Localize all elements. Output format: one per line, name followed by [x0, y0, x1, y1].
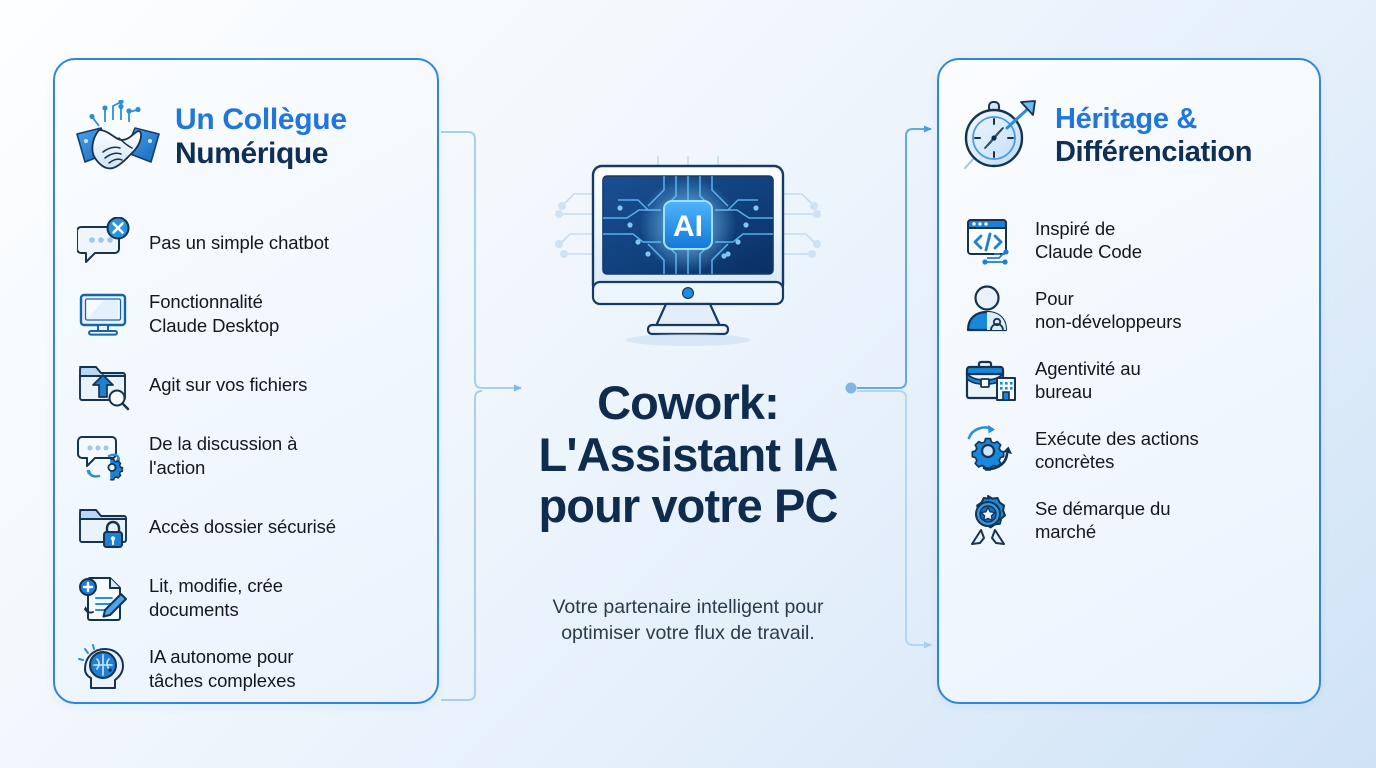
list-item-label: Fonctionnalité Claude Desktop: [149, 291, 280, 336]
list-item[interactable]: IA autonome pour tâches complexes: [77, 633, 427, 704]
code-window-icon: [963, 214, 1019, 266]
handshake-digital-icon: [75, 98, 161, 174]
list-item[interactable]: Pour non-développeurs: [963, 275, 1309, 345]
list-item-label: Agit sur vos fichiers: [149, 374, 308, 396]
left-title-line2: Numérique: [175, 136, 329, 170]
right-panel-item-list: Inspiré de Claude Code Pour non-développ…: [939, 187, 1319, 555]
award-ribbon-icon: [963, 494, 1019, 546]
list-item-label: Exécute des actions concrètes: [1035, 427, 1199, 473]
gear-arrows-icon: [963, 424, 1019, 476]
left-title-line1: Un Collègue: [175, 102, 347, 136]
list-item[interactable]: Pas un simple chatbot: [76, 207, 427, 278]
brain-head-icon: [77, 643, 133, 695]
folder-upload-search-icon: [77, 359, 133, 411]
page-title: Cowork: L'Assistant IA pour votre PC: [538, 376, 838, 533]
list-item[interactable]: Accès dossier sécurisé: [77, 491, 427, 562]
list-item[interactable]: Agit sur vos fichiers: [77, 349, 427, 420]
list-item-label: De la discussion à l'action: [149, 433, 298, 478]
list-item[interactable]: Lit, modifie, crée documents: [77, 562, 427, 633]
right-title-line2: Différenciation: [1055, 135, 1253, 168]
list-item[interactable]: Agentivité au bureau: [963, 345, 1309, 415]
list-item[interactable]: Fonctionnalité Claude Desktop: [77, 278, 427, 349]
panel-digital-colleague: Un Collègue Numérique Pas un simple chat…: [53, 58, 439, 704]
chat-bubble-cross-icon: [76, 216, 133, 269]
list-item-label: Accès dossier sécurisé: [149, 516, 336, 538]
compass-arrow-icon: [961, 98, 1041, 174]
list-item-label: Pour non-développeurs: [1035, 287, 1182, 333]
center-hero: AI Cowork: L'Assistant IA pour votre PC …: [466, 58, 910, 704]
right-panel-header: Héritage & Différenciation: [939, 60, 1319, 187]
right-title-line1: Héritage &: [1055, 102, 1198, 135]
list-item-label: IA autonome pour tâches complexes: [149, 646, 296, 691]
desktop-monitor-icon: [77, 288, 133, 340]
list-item-label: Inspiré de Claude Code: [1035, 217, 1142, 263]
list-item[interactable]: Inspiré de Claude Code: [963, 205, 1309, 275]
panel-heritage-differentiation: Héritage & Différenciation: [937, 58, 1321, 704]
document-edit-plus-icon: [77, 572, 133, 624]
list-item-label: Agentivité au bureau: [1035, 357, 1141, 403]
list-item-label: Lit, modifie, crée documents: [149, 575, 283, 620]
chat-gear-icon: [77, 430, 133, 482]
left-panel-item-list: Pas un simple chatbot Fonctionnalité Cla…: [55, 189, 437, 704]
user-person-icon: [963, 284, 1019, 336]
right-panel-title: Héritage & Différenciation: [1055, 104, 1252, 167]
list-item[interactable]: Se démarque du marché: [963, 485, 1309, 555]
left-panel-title: Un Collègue Numérique: [175, 104, 347, 170]
left-panel-header: Un Collègue Numérique: [55, 60, 437, 189]
page-subtitle: Votre partenaire intelligent pour optimi…: [552, 595, 824, 645]
ai-chip-label: AI: [673, 210, 703, 243]
briefcase-office-icon: [963, 354, 1019, 406]
list-item-label: Se démarque du marché: [1035, 497, 1171, 543]
list-item[interactable]: Exécute des actions concrètes: [963, 415, 1309, 485]
list-item-label: Pas un simple chatbot: [149, 232, 329, 254]
list-item[interactable]: De la discussion à l'action: [77, 420, 427, 491]
folder-lock-icon: [77, 501, 133, 553]
ai-computer-monitor-icon: AI: [538, 156, 838, 351]
